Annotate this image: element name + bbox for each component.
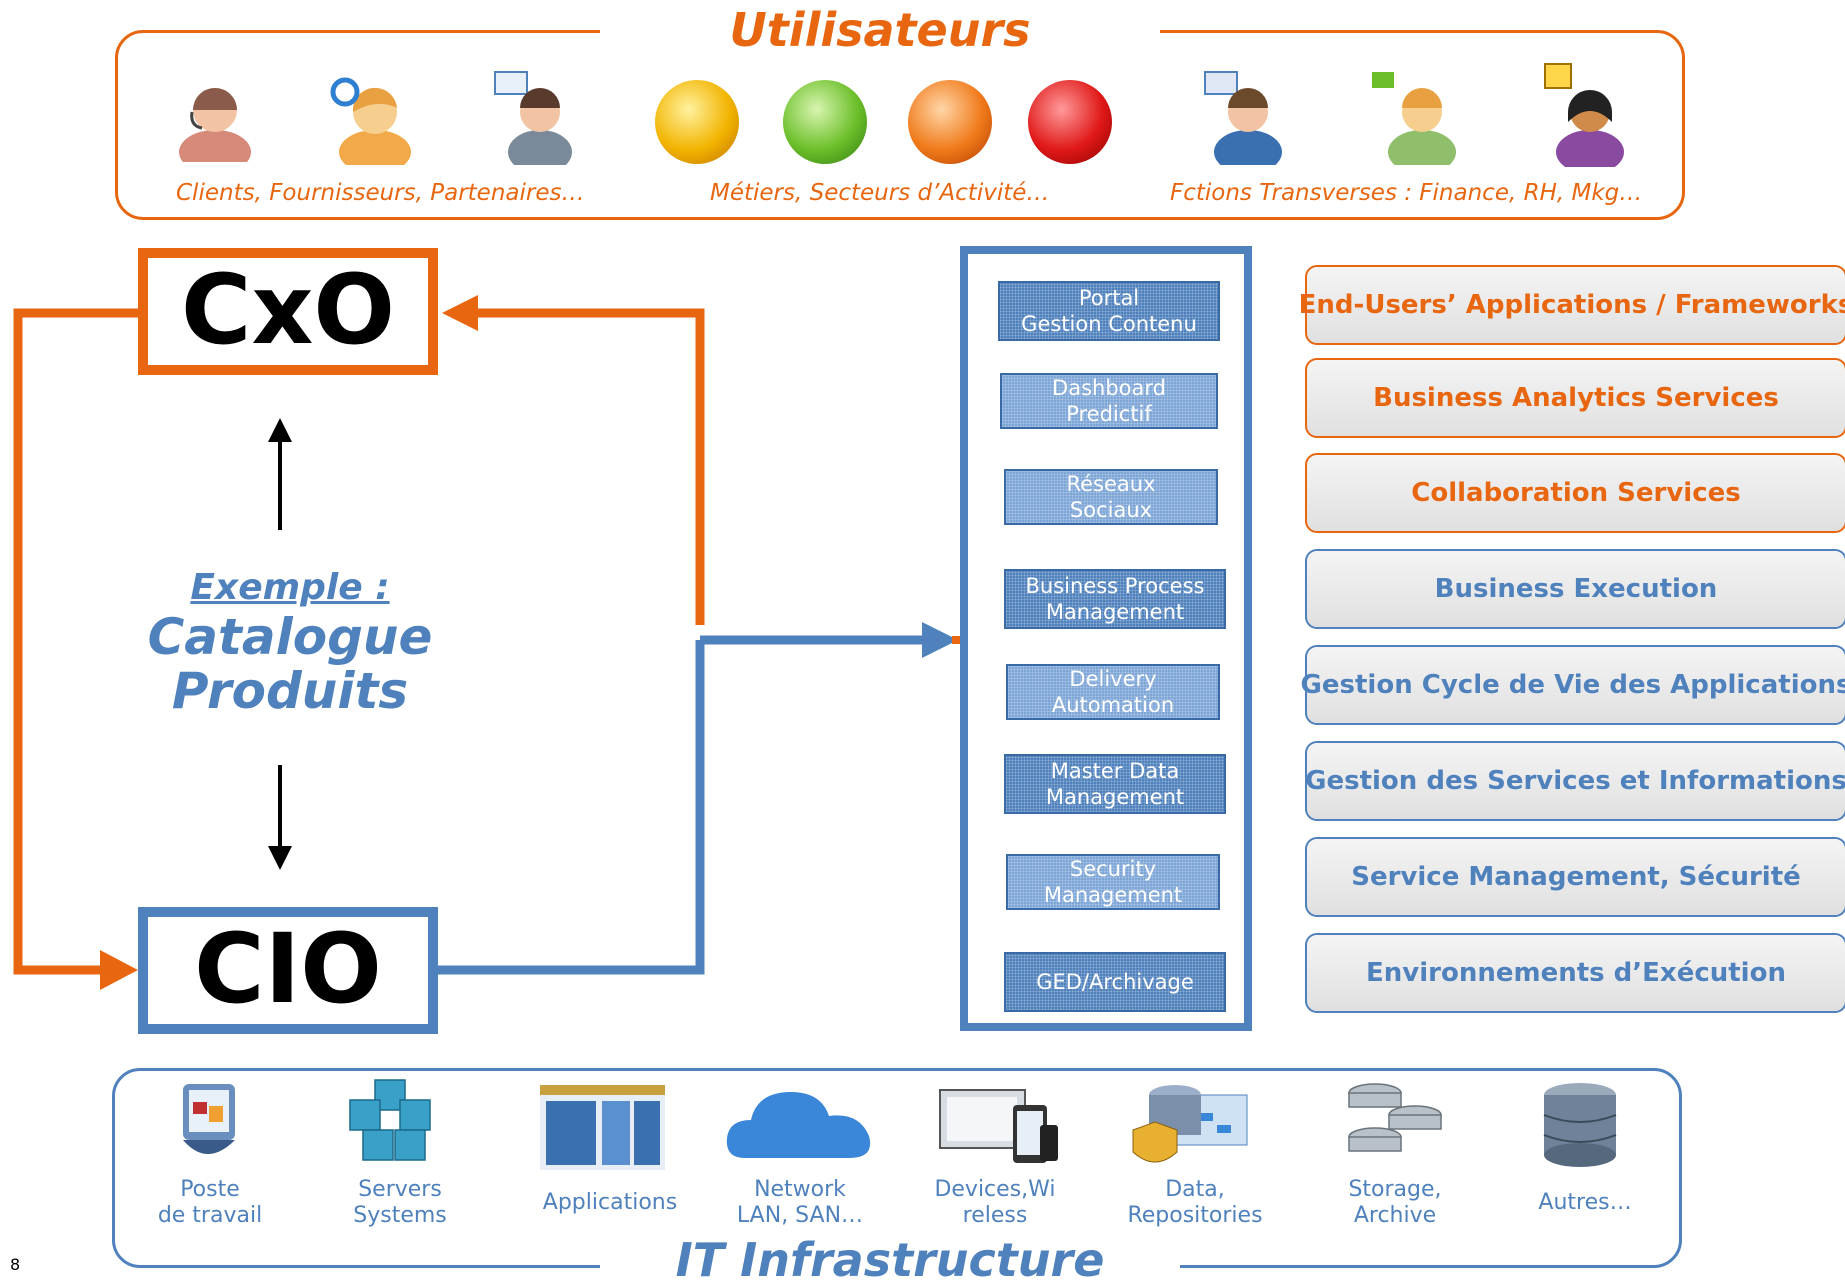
service-ged-archive: GED/Archivage [1004, 952, 1226, 1012]
storage-icon [1348, 1083, 1442, 1152]
users-caption-external: Clients, Fournisseurs, Partenaires… [176, 180, 585, 206]
infra-title: IT Infrastructure [600, 1235, 1180, 1285]
cloud-icon [726, 1092, 871, 1158]
infra-servers-label: Servers Systems [353, 1177, 447, 1228]
refresh-user-icon [330, 77, 411, 165]
service-bpm: Business Process Management [1004, 569, 1226, 629]
example-label: Exemple : [190, 567, 390, 608]
service-portal: Portal Gestion Contenu [998, 281, 1220, 341]
users-caption-business: Métiers, Secteurs d’Activité… [710, 180, 1050, 206]
devices-icon [939, 1089, 1058, 1163]
infra-data-label: Data, Repositories [1127, 1177, 1263, 1228]
infra-applications-label: Applications [542, 1190, 678, 1215]
right-service-collaboration: Collaboration Services [1305, 453, 1845, 533]
services-column-frame: Portal Gestion Contenu Dashboard Predict… [960, 246, 1252, 1031]
right-service-services-info: Gestion des Services et Informations [1305, 741, 1845, 821]
database-icon [1543, 1083, 1617, 1167]
service-master-data: Master Data Management [1004, 754, 1226, 814]
infra-network-label: Network LAN, SAN… [736, 1177, 864, 1228]
support-agent-icon [179, 88, 251, 162]
right-service-app-lifecycle: Gestion Cycle de Vie des Applications [1301, 645, 1845, 725]
users-caption-transverse: Fctions Transverses : Finance, RH, Mkg… [1170, 180, 1643, 206]
example-text: Catalogue Produits [147, 608, 433, 720]
data-repository-icon [1132, 1085, 1248, 1163]
service-dashboard: Dashboard Predictif [1000, 373, 1218, 429]
shipping-icon-orange [908, 80, 992, 164]
infra-devices-label: Devices,Wi reless [934, 1177, 1056, 1228]
applications-icon [540, 1085, 665, 1170]
servers-icon [349, 1079, 431, 1161]
users-title: Utilisateurs [600, 0, 1160, 60]
process-user-icon [1372, 72, 1456, 165]
analyst-user-icon [1204, 71, 1282, 165]
right-service-end-users-apps: End-Users’ Applications / Frameworks [1299, 265, 1845, 345]
documents-user-icon [1544, 63, 1624, 167]
workflow-user-icon [494, 71, 572, 165]
service-delivery-automation: Delivery Automation [1006, 664, 1220, 720]
service-social-networks: Réseaux Sociaux [1004, 469, 1218, 525]
page-number: 8 [10, 1255, 21, 1274]
industry-icon-yellow [655, 80, 739, 164]
infra-other-label: Autres… [1538, 1190, 1632, 1215]
bank-icon-green [783, 80, 867, 164]
cxo-box: CxO [138, 248, 438, 375]
cio-box: CIO [138, 907, 438, 1034]
medical-icon-red [1028, 80, 1112, 164]
workstation-icon [183, 1084, 235, 1154]
infra-workstation-label: Poste de travail [157, 1177, 263, 1228]
right-service-execution-env: Environnements d’Exécution [1305, 933, 1845, 1013]
infra-storage-label: Storage, Archive [1348, 1177, 1442, 1228]
right-service-service-mgmt-security: Service Management, Sécurité [1305, 837, 1845, 917]
right-service-business-execution: Business Execution [1305, 549, 1845, 629]
service-security: Security Management [1006, 854, 1220, 910]
right-service-business-analytics: Business Analytics Services [1305, 358, 1845, 438]
